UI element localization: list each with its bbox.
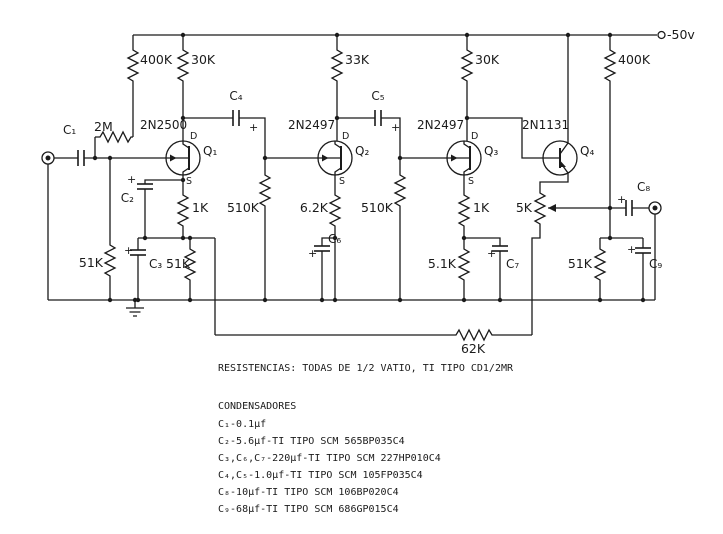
resistor-1k-q3-label: 1K <box>473 200 490 215</box>
transistor-q3-pin-d: D <box>471 131 478 142</box>
resistor-5k1-label: 5.1K <box>428 256 457 271</box>
transistor-q3-ref: Q₃ <box>484 144 498 158</box>
capacitor-c6-plus: + <box>308 247 317 260</box>
transistor-q2-part: 2N2497 <box>288 118 335 132</box>
wires-coupling-c4 <box>183 117 318 300</box>
resistor-400k-left-label: 400K <box>140 52 173 67</box>
pot-wiper-arrow-icon <box>548 204 556 212</box>
transistor-q1-pin-d: D <box>190 131 197 142</box>
resistor-30k-right-label: 30K <box>475 52 500 67</box>
transistor-q2-symbol <box>317 140 353 176</box>
wires-output <box>599 207 656 300</box>
ground-symbol <box>126 307 144 317</box>
transistor-q1-part: 2N2500 <box>140 118 187 132</box>
transistor-q3-symbol <box>446 140 482 176</box>
transistor-q3-pin-s: S <box>468 176 474 187</box>
transistor-q1-symbol <box>165 140 201 176</box>
resistor-33k-label: 33K <box>345 52 370 67</box>
resistor-51k-out-label: 51K <box>568 256 593 271</box>
capacitor-c7-plus: + <box>487 247 496 260</box>
wires-top-rail <box>132 34 657 208</box>
cap-note-line: C₂-5.6μf-TI TIPO SCM 565BP035C4 <box>218 436 405 447</box>
notes-block: RESISTENCIAS: TODAS DE 1/2 VATIO, TI TIP… <box>218 363 514 515</box>
junction-dots <box>92 32 646 303</box>
wires-input <box>47 137 166 300</box>
resistor-1k-q1-label: 1K <box>192 200 209 215</box>
resistor-510k-b-label: 510K <box>361 200 394 215</box>
capacitor-c6-label: C₆ <box>328 232 341 246</box>
transistor-q4-symbol <box>542 140 578 176</box>
transistor-q3-part: 2N2497 <box>417 118 464 132</box>
resistor-2m-label: 2M <box>94 119 113 134</box>
transistor-q4-ref: Q₄ <box>580 144 594 158</box>
transistor-q1-ref: Q₁ <box>203 144 217 158</box>
wires-stage1 <box>137 175 216 335</box>
resistor-400k-right-label: 400K <box>618 52 651 67</box>
transistor-q2-ref: Q₂ <box>355 144 369 158</box>
resistor-51k-q1-label: 51K <box>166 256 191 271</box>
transistor-q1-pin-s: S <box>186 176 192 187</box>
input-terminal-icon <box>41 151 55 165</box>
capacitor-c8-plus: + <box>617 193 626 206</box>
potentiometer-5k-label: 5K <box>516 200 533 215</box>
capacitor-c4-plus: + <box>249 121 258 134</box>
labels: -50v 400K 30K 33K 30K 400K C₁ 2M C₄ + C₅… <box>63 27 695 356</box>
capacitor-c5-label: C₅ <box>371 89 384 103</box>
resistor-62k-label: 62K <box>461 341 486 356</box>
resistor-510k-a-label: 510K <box>227 200 260 215</box>
wires-coupling-c5 <box>337 117 447 300</box>
capacitor-c2-plus: + <box>127 173 136 186</box>
transistor-q2-pin-d: D <box>342 131 349 142</box>
cap-note-line: C₈-10μf-TI TIPO SCM 106BP020C4 <box>218 487 399 498</box>
cap-note-line: C₉-68μf-TI TIPO SCM 686GP015C4 <box>218 504 399 515</box>
supply-label: -50v <box>667 27 695 42</box>
capacitor-c7-label: C₇ <box>506 257 519 271</box>
cap-note-line: C₁-0.1μf <box>218 419 266 430</box>
resistor-51k-bias-label: 51K <box>79 255 104 270</box>
supply-terminal-icon <box>657 30 666 40</box>
resistor-6k2-label: 6.2K <box>300 200 329 215</box>
cap-note-line: C₄,C₅-1.0μf-TI TIPO SCM 105FP035C4 <box>218 470 423 481</box>
output-terminal-icon <box>648 201 662 215</box>
wires-stage4 <box>467 117 610 335</box>
capacitor-c9-label: C₉ <box>649 257 662 271</box>
circuit <box>41 30 666 341</box>
capacitor-c4-label: C₄ <box>229 89 242 103</box>
wires-stage2 <box>321 175 336 300</box>
resistors-note: RESISTENCIAS: TODAS DE 1/2 VATIO, TI TIP… <box>218 363 514 374</box>
capacitor-c8-label: C₈ <box>637 180 650 194</box>
capacitor-c3-label: C₃ <box>149 257 162 271</box>
resistor-30k-left-label: 30K <box>191 52 216 67</box>
cap-note-line: C₃,C₆,C₇-220μf-TI TIPO SCM 227HP010C4 <box>218 453 441 464</box>
capacitor-c2-label: C₂ <box>121 191 134 205</box>
transistor-q2-pin-s: S <box>339 176 345 187</box>
capacitor-c1-label: C₁ <box>63 123 76 137</box>
transistor-q4-part: 2N1131 <box>522 118 569 132</box>
capacitor-c9-plus: + <box>627 243 636 256</box>
capacitor-c3-plus: + <box>124 244 133 257</box>
capacitors-title: CONDENSADORES <box>218 401 296 412</box>
capacitor-c5-plus: + <box>391 121 400 134</box>
